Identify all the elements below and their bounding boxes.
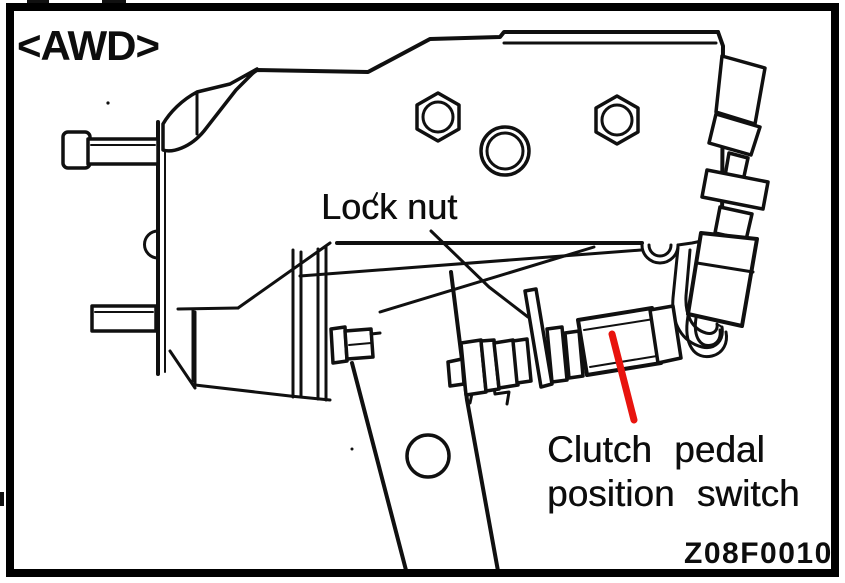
- lock-nut-leader-line: [429, 229, 530, 319]
- rod-washer-2: [511, 337, 533, 385]
- upper-stud: [61, 130, 160, 170]
- channel-top-diagonal: [236, 241, 332, 310]
- switch-hex-collar: [563, 329, 585, 380]
- lower-hook-inner: [693, 316, 722, 348]
- drivetrain-variant-label: <AWD>: [17, 22, 160, 69]
- lower-hook-outer: [685, 314, 728, 359]
- clutch-pedal-position-switch-part: [576, 304, 683, 377]
- switch-callout-line1: Clutch pedal: [547, 429, 765, 470]
- lock-nut-part: [545, 325, 569, 384]
- master-cylinder-fittings: [685, 54, 770, 359]
- cylinder-body: [686, 231, 759, 328]
- channel-stud-line: [176, 306, 240, 311]
- switch-pointer-line: [608, 330, 638, 424]
- bracket-base-channel: [168, 241, 332, 402]
- left-mounting-plate: [61, 67, 259, 383]
- clutch-pedal-position-switch-callout-label: Clutch pedal position switch: [547, 428, 800, 516]
- bracket-ear-wall: [523, 287, 554, 389]
- channel-bevel: [168, 349, 197, 390]
- rod-adjust-nut: [492, 338, 520, 390]
- hex-nut-right: [594, 94, 640, 146]
- pedal-arm-hole: [405, 433, 451, 479]
- pedal-support-bracket: [234, 30, 725, 314]
- plate-hole-inner: [485, 131, 525, 171]
- clutch-pedal-arm: [350, 270, 511, 576]
- figure-code: Z08F0010: [684, 537, 833, 570]
- pedal-arm-left-edge: [350, 361, 409, 576]
- bracket-fold-line-b: [378, 245, 596, 314]
- pivot-boss-arc-inner: [647, 243, 673, 258]
- switch-end-cap: [648, 304, 683, 365]
- plate-tab-semicircle: [143, 229, 160, 260]
- scan-noise-specks: [0, 0, 378, 506]
- bracket-top-edge: [234, 30, 720, 86]
- switch-callout-line2: position switch: [547, 473, 800, 514]
- mounting-ear-upper: [161, 67, 259, 153]
- lower-stud: [90, 304, 158, 333]
- pedal-arm-right-edge: [449, 270, 500, 573]
- pivot-boss-arc-outer: [640, 243, 680, 265]
- stopper-bolt: [329, 325, 382, 365]
- lock-nut-callout-label: Lock nut: [321, 186, 458, 227]
- cylinder-body-line: [695, 261, 755, 274]
- bracket-right-edge: [716, 30, 725, 230]
- channel-bottom-edge: [193, 383, 332, 402]
- push-rod-assembly: [446, 287, 585, 397]
- bracket-fold-line-a: [298, 248, 643, 278]
- hex-nut-left: [415, 91, 461, 143]
